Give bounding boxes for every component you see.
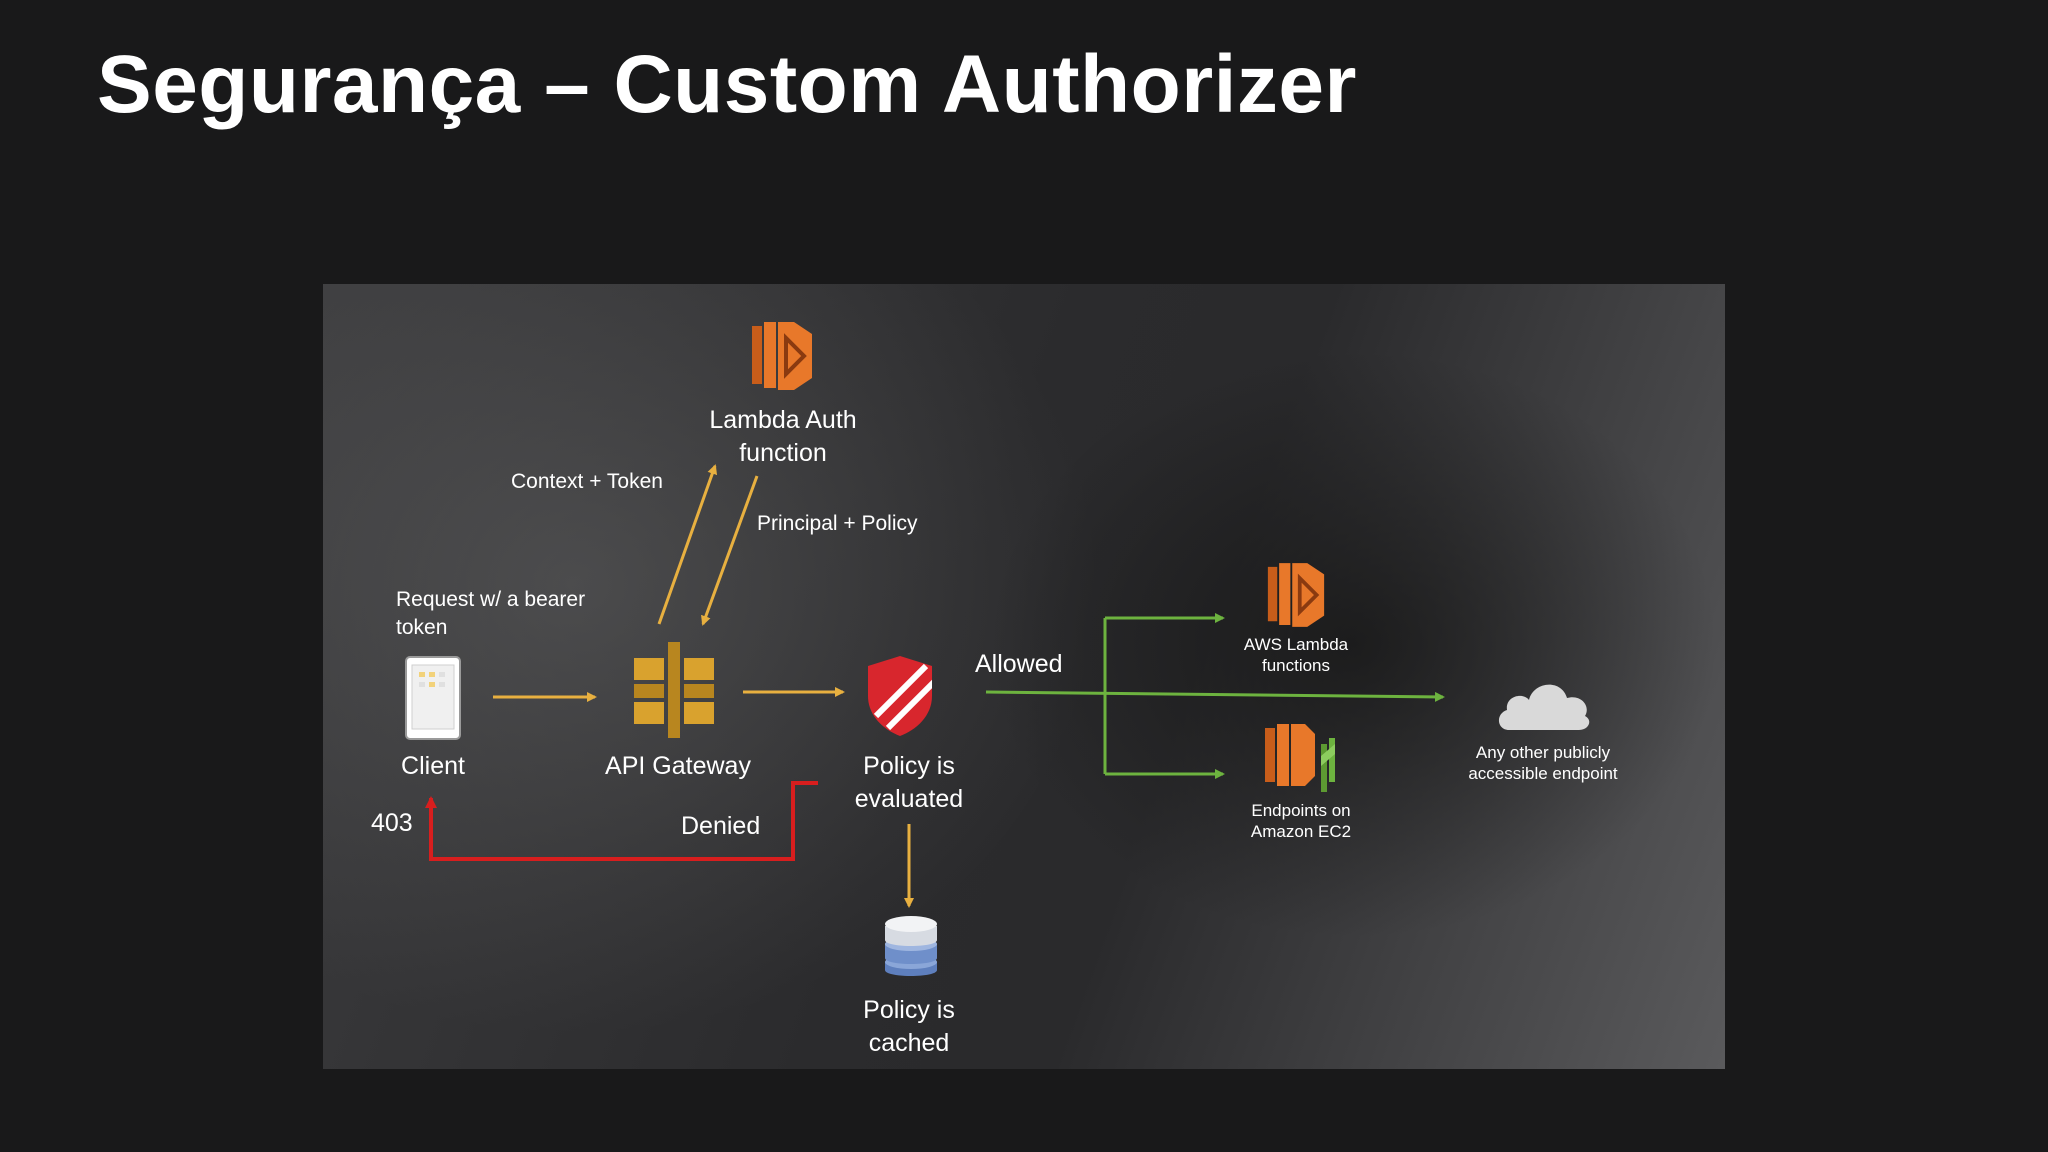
slide-title: Segurança – Custom Authorizer — [97, 39, 1357, 130]
api-gateway-label: API Gateway — [605, 752, 751, 780]
lambda-auth-label: Lambda Auth function — [709, 406, 857, 467]
cloud-icon — [1498, 684, 1590, 730]
authorizer-diagram: Lambda Auth function Context + Token Pri… — [323, 284, 1725, 1069]
request-label: Request w/ a bearer token — [396, 588, 586, 640]
api-gateway-icon — [634, 642, 714, 738]
ec2-endpoints-label: Endpoints on Amazon EC2 — [1250, 801, 1352, 842]
amazon-ec2-icon — [1265, 724, 1335, 792]
context-token-label: Context + Token — [511, 470, 663, 493]
diagram-connectors — [425, 464, 1445, 908]
public-endpoint-label: Any other publicly accessible endpoint — [1468, 743, 1618, 784]
database-cache-icon — [885, 916, 937, 976]
policy-shield-icon — [868, 656, 932, 736]
denied-label: Denied — [681, 812, 761, 840]
policy-cached-label: Policy is cached — [863, 996, 955, 1057]
arrow-denied — [425, 781, 818, 861]
allowed-label: Allowed — [975, 650, 1063, 678]
aws-lambda-icon — [1267, 563, 1325, 627]
aws-lambda-icon — [752, 322, 812, 390]
principal-policy-label: Principal + Policy — [757, 512, 918, 535]
client-label: Client — [401, 752, 465, 780]
client-device-icon — [405, 656, 461, 740]
status-403-label: 403 — [371, 809, 413, 837]
arrow-principal-policy — [701, 475, 759, 626]
policy-evaluated-label: Policy is evaluated — [854, 752, 964, 813]
arrow-context-token — [657, 464, 718, 625]
arrow-allowed-main — [985, 690, 1445, 702]
aws-lambda-functions-label: AWS Lambda functions — [1243, 635, 1349, 676]
